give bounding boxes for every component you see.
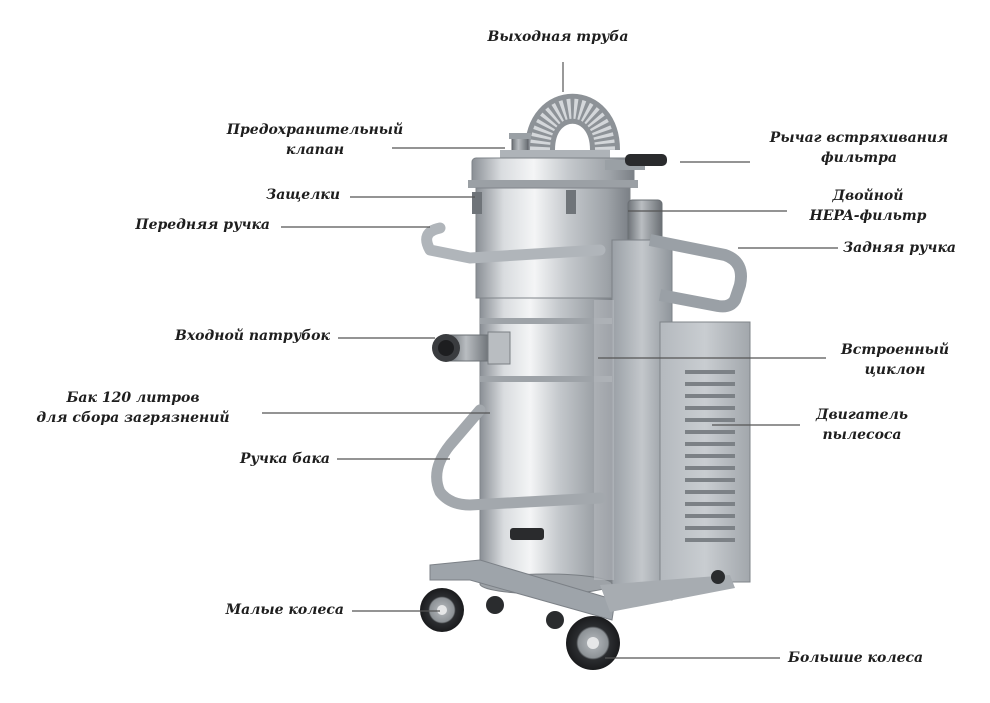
- label-cyclone-line1: Встроенный: [840, 342, 950, 358]
- motor-box: [659, 321, 751, 583]
- label-shaker-lever-line2: фильтра: [821, 150, 897, 166]
- outlet-hose: [525, 93, 620, 152]
- label-shaker-lever: Рычаг встряхивания фильтра: [748, 128, 970, 168]
- filter-housing: [475, 187, 631, 299]
- label-front-handle: Передняя ручка: [100, 215, 270, 235]
- label-hepa-line2: HEPA-фильтр: [809, 208, 927, 224]
- label-tank-line2: для сбора загрязнений: [36, 410, 230, 426]
- label-shaker-lever-line1: Рычаг встряхивания: [769, 130, 949, 146]
- label-motor-line1: Двигатель: [816, 407, 908, 423]
- label-tank: Бак 120 литров для сбора загрязнений: [8, 388, 258, 428]
- label-large-wheels: Большие колеса: [788, 648, 958, 668]
- label-tank-handle: Ручка бака: [190, 449, 330, 469]
- label-cyclone-line2: циклон: [864, 362, 926, 378]
- label-outlet-pipe: Выходная труба: [468, 27, 648, 47]
- label-large-wheels-text: Большие колеса: [788, 650, 924, 666]
- label-inlet-text: Входной патрубок: [175, 328, 330, 344]
- label-latches: Защелки: [200, 185, 340, 205]
- label-safety-valve-line2: клапан: [285, 142, 345, 158]
- label-small-wheels-text: Малые колеса: [225, 602, 344, 618]
- label-rear-handle: Задняя ручка: [843, 238, 983, 258]
- label-inlet: Входной патрубок: [120, 326, 330, 346]
- label-motor: Двигатель пылесоса: [792, 405, 932, 445]
- label-small-wheels: Малые колеса: [180, 600, 344, 620]
- large-wheel: [566, 570, 725, 670]
- label-tank-handle-text: Ручка бака: [239, 451, 330, 467]
- label-safety-valve: Предохранительный клапан: [200, 120, 430, 160]
- label-front-handle-text: Передняя ручка: [135, 217, 270, 233]
- label-rear-handle-text: Задняя ручка: [843, 240, 956, 256]
- label-motor-line2: пылесоса: [822, 427, 902, 443]
- label-cyclone: Встроенный циклон: [820, 340, 970, 380]
- inlet-port: [432, 331, 511, 365]
- label-safety-valve-line1: Предохранительный: [226, 122, 404, 138]
- front-handle: [421, 222, 606, 264]
- shaker-lever: [605, 154, 667, 170]
- rear-handle: [648, 234, 747, 313]
- cyclone-body: [594, 300, 614, 580]
- tank-lid: [468, 150, 638, 188]
- label-tank-line1: Бак 120 литров: [66, 390, 200, 406]
- small-wheel: [420, 588, 564, 632]
- label-hepa: Двойной HEPA-фильтр: [788, 186, 948, 226]
- leader-lines: [262, 62, 838, 659]
- label-outlet-pipe-text: Выходная труба: [487, 29, 629, 45]
- label-hepa-line1: Двойной: [832, 188, 904, 204]
- tank-handle: [431, 404, 606, 511]
- label-latches-text: Защелки: [266, 187, 340, 203]
- latch: [472, 190, 576, 214]
- base-chassis: [429, 559, 735, 621]
